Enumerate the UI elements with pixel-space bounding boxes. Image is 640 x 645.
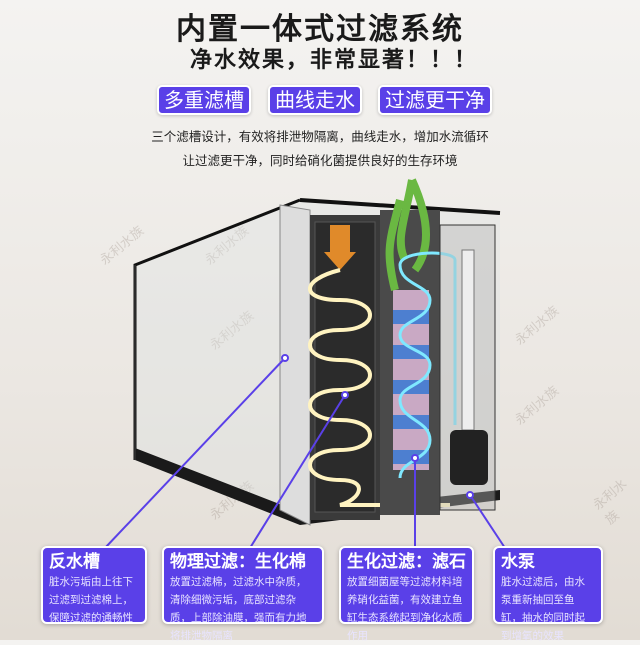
card-text: 放置过滤棉，过滤水中杂质，清除细微污垢，底部过滤杂质，上部除油膜，强而有力地将排…: [170, 576, 307, 642]
plant: [385, 178, 430, 291]
card-bio-filter: 生化过滤：滤石 放置细菌屋等过滤材料培养硝化益菌，有效建立鱼缸生态系统起到净化水…: [339, 546, 474, 642]
flow-line: [398, 251, 457, 479]
card-physical-filter: 物理过滤：生化棉 放置过滤棉，过滤水中杂质，清除细微污垢，底部过滤杂质，上部除油…: [162, 546, 324, 642]
pump-pipe: [461, 249, 475, 431]
tag-multi-slot: 多重滤槽: [157, 85, 251, 115]
water-pump: [450, 430, 488, 485]
description-line-1: 三个滤槽设计，有效将排泄物隔离，曲线走水，增加水流循环: [151, 129, 489, 144]
card-text: 脏水过滤后，由水泵重新抽回至鱼缸，抽水的同时起到增氧的效果: [501, 576, 585, 642]
page-title: 内置一体式过滤系统: [176, 12, 464, 47]
card-overflow-slot: 反水槽 脏水污垢由上往下过滤到过滤棉上，保障过滤的通畅性: [41, 546, 147, 624]
card-text: 放置细菌屋等过滤材料培养硝化益菌，有效建立鱼缸生态系统起到净化水质作用: [347, 576, 463, 642]
card-text: 脏水污垢由上往下过滤到过滤棉上，保障过滤的通畅性: [49, 576, 133, 624]
card-water-pump: 水泵 脏水过滤后，由水泵重新抽回至鱼缸，抽水的同时起到增氧的效果: [493, 546, 603, 642]
card-title: 反水槽: [49, 552, 100, 572]
card-title: 水泵: [501, 552, 535, 572]
tag-curved-flow: 曲线走水: [268, 85, 362, 115]
description-line-2: 让过滤更干净，同时给硝化菌提供良好的生存环境: [182, 153, 458, 168]
flow-down-arrow-icon: [324, 225, 356, 270]
card-title: 物理过滤：生化棉: [170, 552, 306, 572]
water-path: [308, 268, 450, 507]
card-title: 生化过滤：滤石: [347, 552, 466, 572]
tag-cleaner-filter: 过滤更干净: [378, 85, 492, 115]
callout-pointers: [104, 354, 506, 549]
filter-wall: [279, 204, 311, 526]
page-subtitle: 净水效果，非常显著！！！: [190, 48, 479, 73]
